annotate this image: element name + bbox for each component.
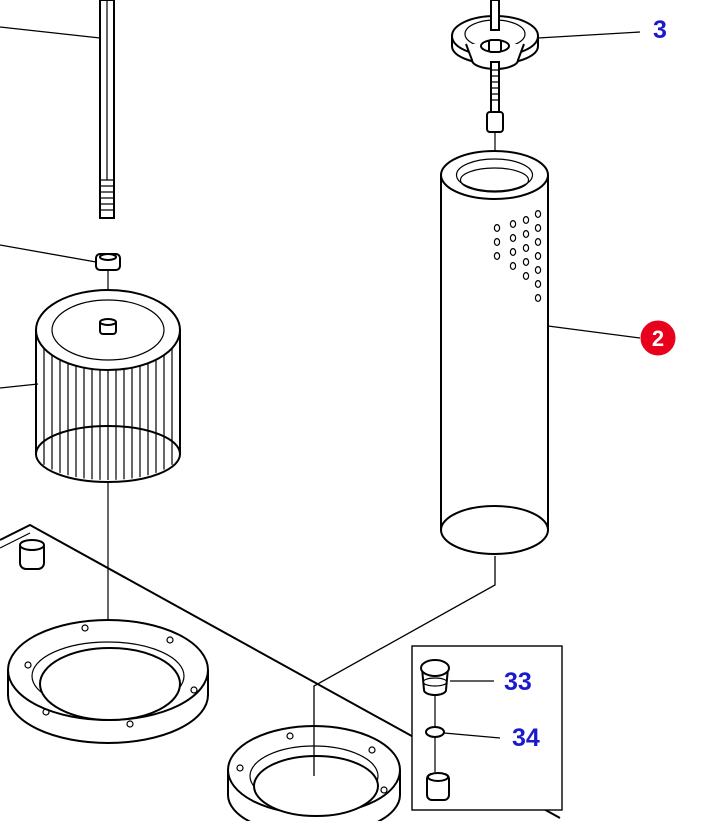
filter-element-left [35,289,181,483]
filter-element-tall [440,150,549,555]
perforation-hole [509,262,517,271]
perforation-hole [522,244,530,253]
perforation-hole [534,294,542,303]
leader-callout-34 [443,732,501,739]
leader-left-nut [0,244,97,263]
perforation-hole [534,224,542,233]
perforation-hole [522,272,530,281]
badge-circle [640,320,676,356]
perforation-hole [509,220,517,229]
leader-left-filter [0,383,39,389]
perforation-hole [534,266,542,275]
filter-pleats [43,348,173,480]
leader-left-bolt [0,26,101,39]
perforation-hole [522,230,530,239]
perforation-hole [522,258,530,267]
long-bolt [99,0,115,219]
perforation-hole [534,280,542,289]
perforation-hole [534,252,542,261]
perforation-holes [493,210,542,303]
callout-label-2: 2 [652,326,664,351]
perforation-hole [534,238,542,247]
perforation-hole [509,248,517,257]
perforation-hole [493,252,501,261]
callout-label-34[interactable]: 34 [512,724,540,752]
leader-callout-2 [547,325,641,339]
perforation-hole [493,224,501,233]
perforation-hole [493,238,501,247]
callout-badge-2[interactable]: 2 [640,320,676,356]
flange-ring-left [7,619,209,744]
inset-box [411,645,563,811]
base-plate [0,523,561,819]
perforation-hole [534,210,542,219]
leader-tall-filter-down [313,556,496,776]
leader-callout-3 [537,31,641,39]
nut-left [95,253,121,271]
callout-label-3[interactable]: 3 [653,16,667,44]
perforation-hole [509,234,517,243]
perforation-hole [522,216,530,225]
cap-assembly [451,0,539,175]
callout-label-33[interactable]: 33 [504,668,532,696]
